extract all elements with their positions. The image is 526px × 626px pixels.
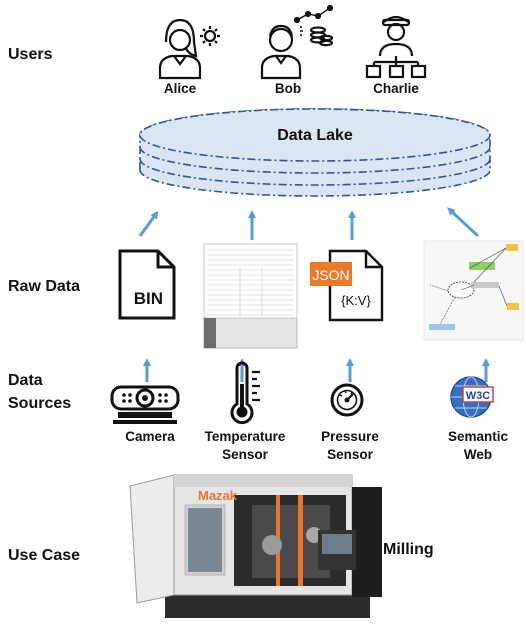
arrow-graph-to-lake — [447, 207, 480, 238]
w3c-badge-label: W3C — [466, 390, 491, 402]
data-lake-label: Data Lake — [277, 127, 353, 144]
w3c-globe-icon: W3C — [450, 376, 494, 418]
row-label-data-sources-2: Sources — [8, 395, 72, 412]
data-lake-cylinder — [139, 108, 491, 197]
arrows-to-lake — [138, 207, 480, 240]
user-name-bob: Bob — [274, 81, 302, 96]
source-camera-caption: Camera — [125, 429, 175, 444]
row-label-data-sources-1: Data — [8, 372, 43, 389]
milling-machine-icon: Mazak — [129, 474, 382, 618]
thermometer-icon — [230, 361, 260, 425]
source-pressure-caption: Pressure Sensor — [321, 429, 379, 462]
semantic-graph-document-icon — [423, 240, 524, 341]
person-hierarchy-icon — [365, 15, 427, 79]
row-label-use-case: Use Case — [8, 547, 81, 564]
json-badge-label: JSON — [312, 267, 349, 283]
arrows-to-raw-data — [143, 358, 490, 382]
machine-brand-logo: Mazak — [198, 488, 238, 503]
json-document-icon: JSON {K:V} — [310, 249, 384, 322]
source-semantic-web-caption: Semantic Web — [447, 429, 509, 462]
bin-document-icon: BIN — [118, 249, 176, 320]
spreadsheet-document-icon — [203, 243, 298, 349]
arrow-bin-to-lake — [138, 210, 159, 237]
user-name-alice: Alice — [163, 81, 197, 96]
row-label-users: Users — [8, 46, 53, 63]
source-temperature-caption: Temperature Sensor — [204, 429, 286, 462]
person-gear-icon — [158, 18, 220, 80]
camera-icon — [110, 385, 180, 424]
bin-label: BIN — [134, 289, 163, 308]
person-coins-icon — [260, 4, 334, 80]
pressure-gauge-icon — [330, 383, 364, 417]
row-label-raw-data: Raw Data — [8, 278, 81, 295]
use-case-label: Milling — [383, 541, 434, 558]
user-name-charlie: Charlie — [373, 81, 419, 96]
json-body-label: {K:V} — [341, 293, 371, 308]
